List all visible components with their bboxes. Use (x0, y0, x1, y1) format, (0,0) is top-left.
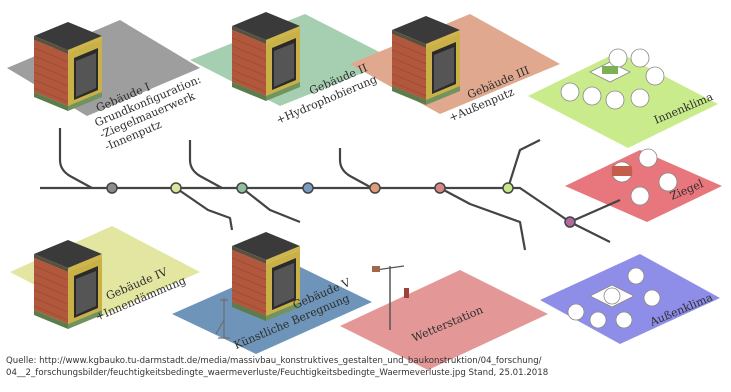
house-gebaeude-4 (33, 239, 103, 330)
innenklima-sensor-icons (560, 48, 665, 110)
weather-station-icon (372, 265, 409, 330)
node-innenklima (502, 182, 514, 194)
node-gebaeude-4 (170, 182, 182, 194)
source-caption-line-2: 04__2_forschungsbilder/feuchtigkeitsbedi… (6, 368, 549, 378)
irrigation-rig-icon (215, 298, 230, 339)
house-gebaeude-5 (231, 231, 301, 322)
house-gebaeude-3 (391, 15, 461, 106)
node-gebaeude-2 (236, 182, 248, 194)
node-ziegel-aussenklima (564, 216, 576, 228)
ziegel-sensor-icons (611, 148, 678, 206)
connector-lines (40, 128, 621, 251)
node-gebaeude-3 (369, 182, 381, 194)
panel-ziegel (565, 150, 722, 222)
panel-wetterstation (340, 270, 548, 370)
node-wetterstation (434, 182, 446, 194)
node-gebaeude-5 (302, 182, 314, 194)
node-gebaeude-1 (106, 182, 118, 194)
source-caption: Quelle: http://www.kgbauko.tu-darmstadt.… (6, 355, 726, 379)
house-gebaeude-2 (231, 11, 301, 102)
aussenklima-sensor-icons (567, 267, 661, 329)
source-caption-line-1: Quelle: http://www.kgbauko.tu-darmstadt.… (6, 356, 542, 366)
house-gebaeude-1 (33, 21, 103, 112)
panel-aussenklima (540, 254, 720, 344)
